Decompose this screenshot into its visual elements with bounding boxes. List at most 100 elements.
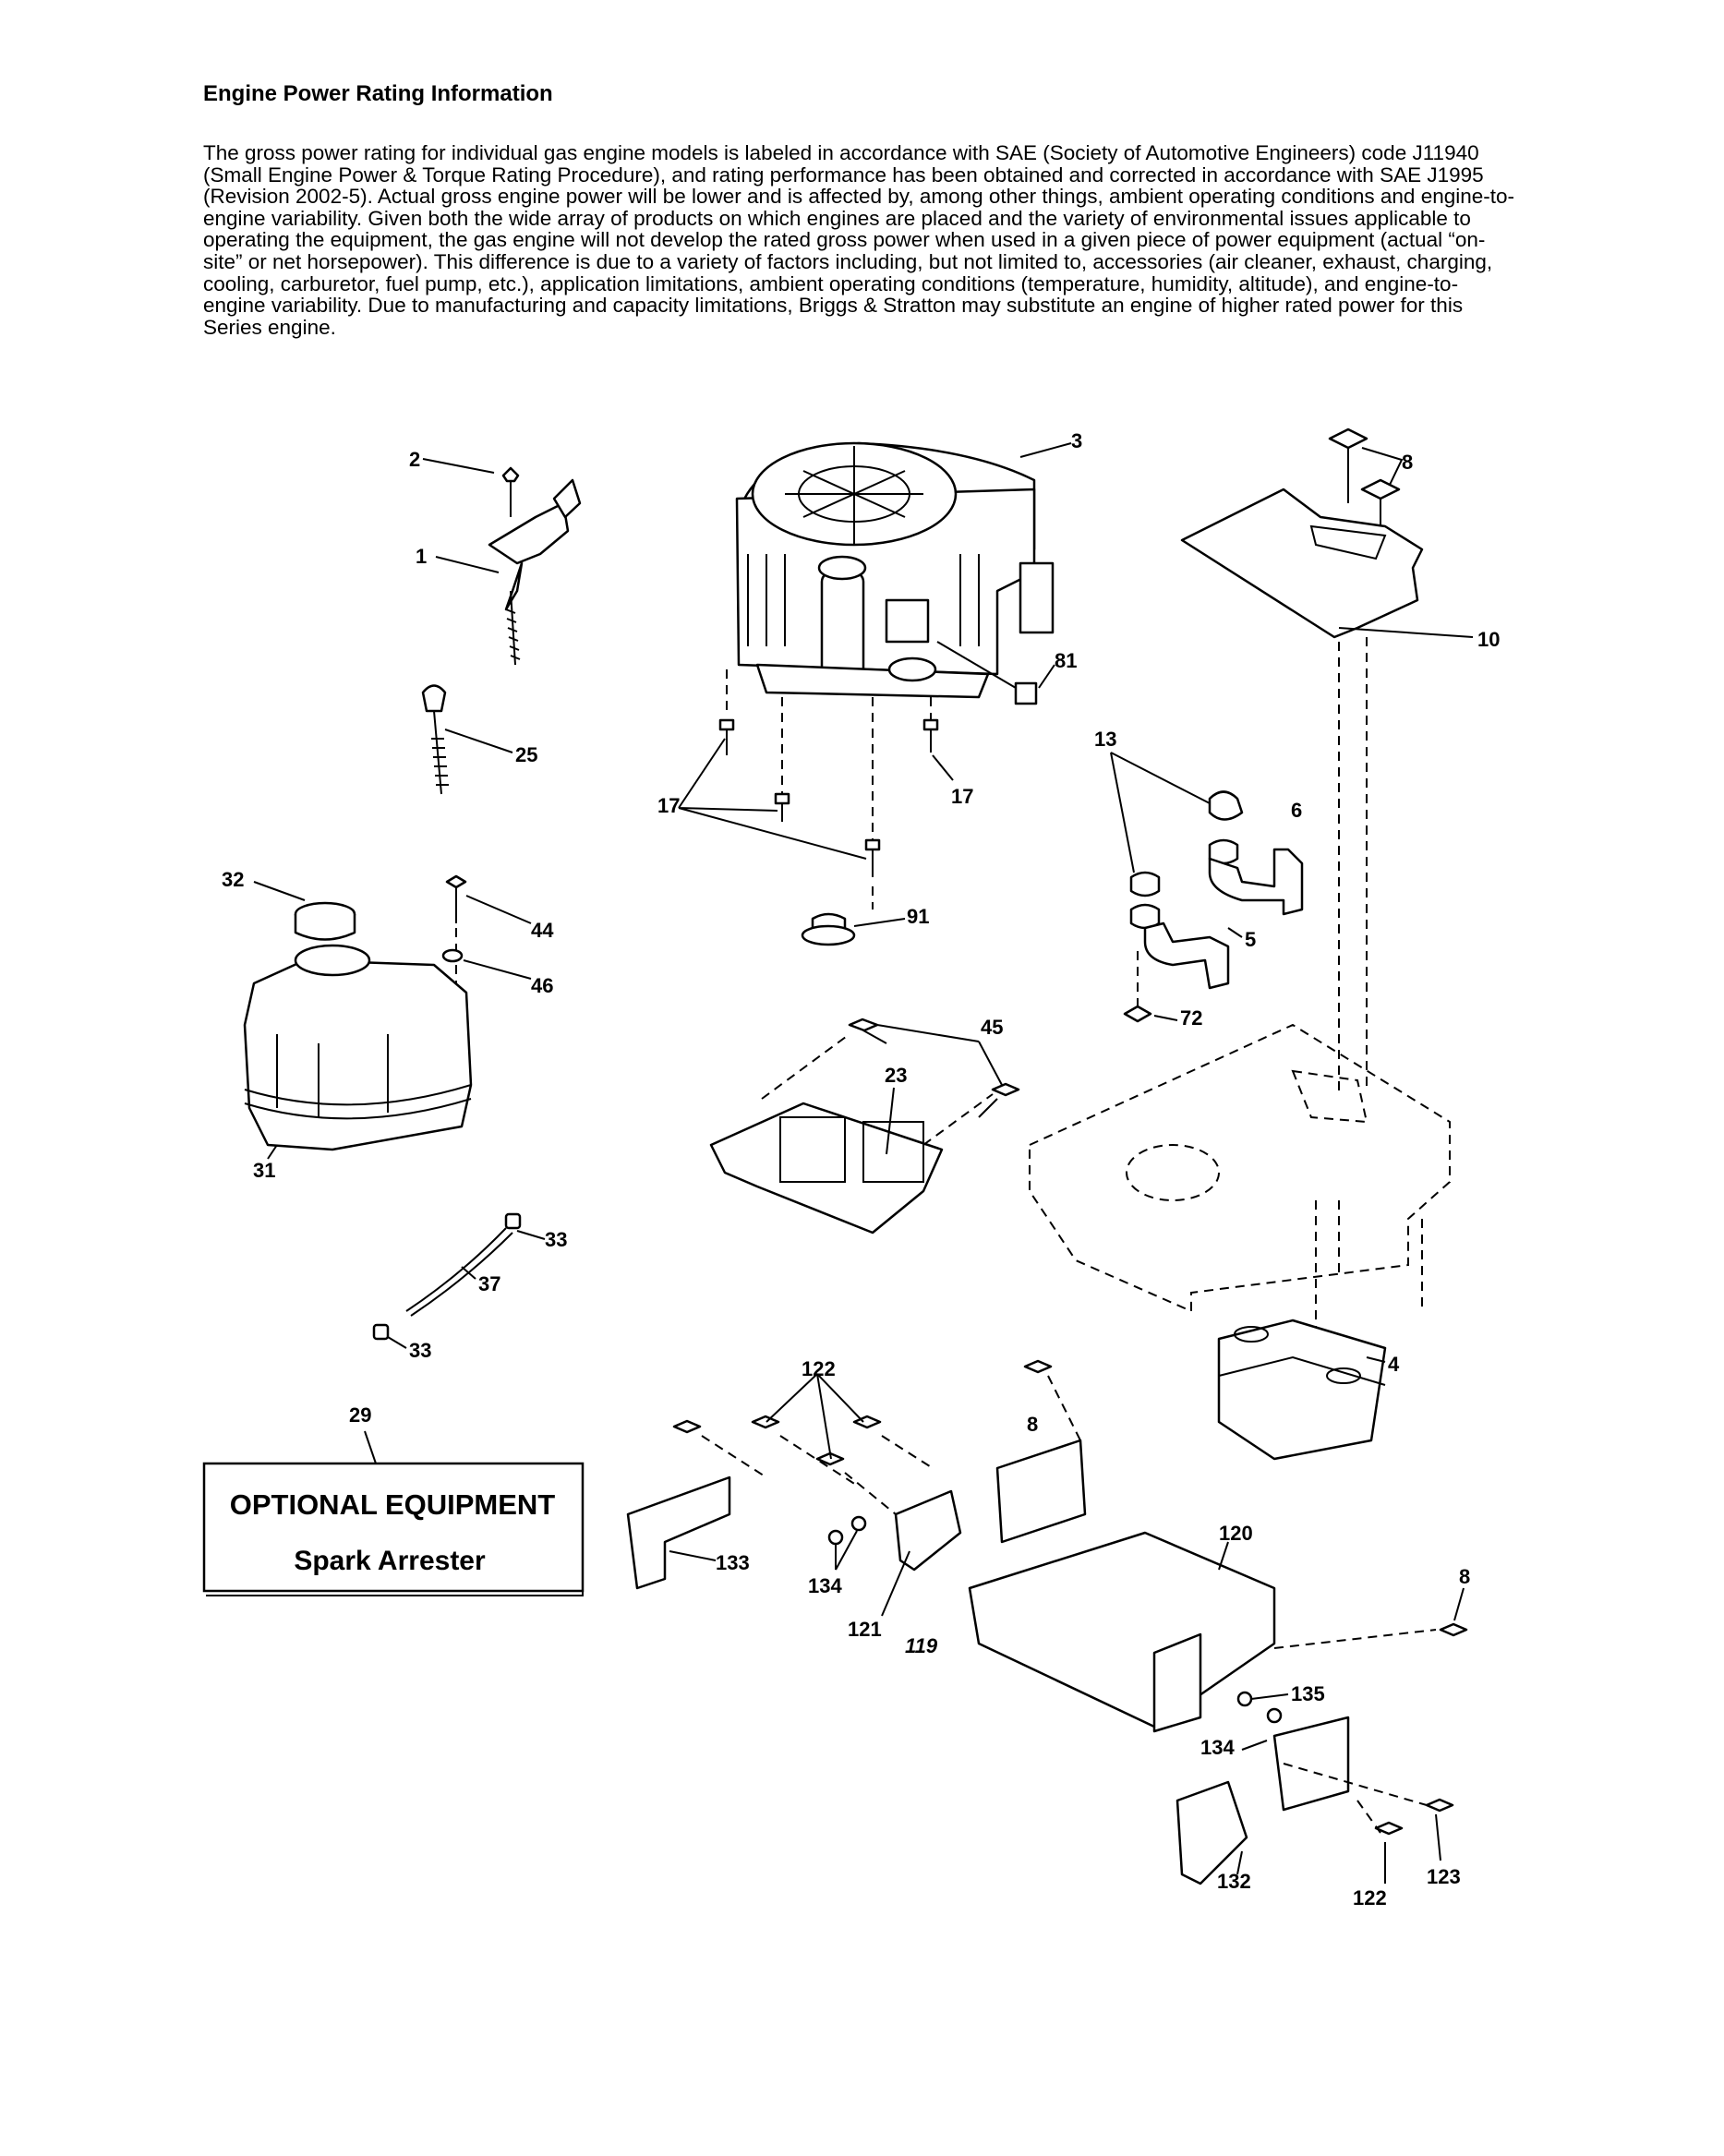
- frame-legs: [1315, 1200, 1423, 1330]
- engine-part: [735, 441, 1055, 699]
- frame-hole: [1126, 1144, 1220, 1201]
- leader-17-b: [932, 754, 954, 781]
- heat-shield-part: [1180, 488, 1424, 639]
- callout-3: 3: [1071, 429, 1082, 452]
- leader-13: [1110, 752, 1211, 873]
- leader-25: [444, 729, 513, 753]
- callout-5: 5: [1245, 928, 1256, 951]
- leader-123: [1435, 1813, 1441, 1861]
- fuel-line-parts: [372, 1212, 522, 1341]
- callout-10: 10: [1477, 628, 1500, 651]
- leader-121: [881, 1550, 910, 1617]
- callout-8a: 8: [1402, 451, 1413, 474]
- callout-33a: 33: [545, 1228, 567, 1251]
- leader-132: [1236, 1850, 1243, 1875]
- callout-122a: 122: [802, 1357, 836, 1380]
- leader-3: [1019, 442, 1072, 458]
- callout-33b: 33: [409, 1339, 431, 1362]
- leader-33b: [387, 1336, 407, 1349]
- fitting-91-part: [801, 912, 856, 946]
- leader-29: [364, 1430, 377, 1464]
- leader-8c: [1453, 1587, 1465, 1621]
- section-heading: Engine Power Rating Information: [203, 81, 553, 106]
- bolt-8-top-parts: [1328, 428, 1401, 526]
- leader-1: [435, 556, 500, 573]
- leader-5: [1227, 927, 1243, 938]
- callout-2: 2: [409, 448, 420, 471]
- nut-81-part: [1014, 681, 1038, 705]
- screw-44-part: [445, 874, 467, 923]
- callout-119: 119: [905, 1634, 938, 1657]
- leader-46: [463, 959, 532, 980]
- leader-81-a: [936, 641, 1017, 689]
- callout-37: 37: [478, 1272, 500, 1295]
- muffler-part: [1217, 1319, 1387, 1461]
- optional-equipment-title: OPTIONAL EQUIPMENT: [230, 1488, 556, 1521]
- washer-46-part: [441, 948, 464, 963]
- callout-132: 132: [1217, 1870, 1251, 1893]
- frame-outline: [1029, 1023, 1451, 1313]
- callout-134a: 134: [808, 1574, 842, 1597]
- callout-81: 81: [1055, 649, 1077, 672]
- callout-17a: 17: [657, 794, 680, 817]
- leader-31: [267, 1144, 278, 1160]
- callout-8b: 8: [1027, 1413, 1038, 1436]
- leader-8a: [1361, 447, 1404, 486]
- leader-37: [461, 1266, 476, 1280]
- exhaust-pipe-parts: [1123, 790, 1304, 1023]
- callout-13: 13: [1094, 728, 1116, 751]
- leader-122a: [766, 1373, 864, 1460]
- bolt-17-parts: [718, 718, 939, 877]
- fuel-tank-part: [243, 944, 473, 1151]
- fuel-cap-part: [294, 901, 356, 941]
- callout-8c: 8: [1459, 1565, 1470, 1588]
- leader-81-b: [1038, 664, 1055, 689]
- leader-17-a: [678, 738, 867, 860]
- leader-33a: [516, 1230, 546, 1240]
- leader-91: [853, 918, 906, 927]
- leader-134a: [835, 1530, 858, 1571]
- callout-123: 123: [1427, 1865, 1461, 1888]
- leader-44: [465, 895, 532, 924]
- throttle-control-part: [488, 466, 582, 666]
- leader-10: [1338, 627, 1474, 638]
- callout-1: 1: [416, 545, 427, 568]
- callout-133: 133: [716, 1551, 750, 1574]
- dipstick-part: [421, 684, 449, 795]
- bracket-assembly-parts: [626, 1359, 1468, 1885]
- bracket-dashes: [701, 1375, 1437, 1834]
- leader-4: [1366, 1356, 1386, 1363]
- leader-72: [1153, 1015, 1178, 1021]
- callout-29: 29: [349, 1403, 371, 1427]
- callout-44: 44: [531, 919, 554, 942]
- leader-23: [886, 1087, 895, 1155]
- callout-72: 72: [1180, 1006, 1202, 1030]
- callout-23: 23: [885, 1064, 907, 1087]
- optional-equipment-box: OPTIONAL EQUIPMENT Spark Arrester: [202, 1462, 585, 1596]
- callout-32: 32: [222, 868, 244, 891]
- shield-dashes: [1338, 637, 1368, 1094]
- plate-23-part: [709, 1018, 1020, 1235]
- leader-133: [669, 1550, 717, 1561]
- leader-32: [253, 881, 306, 901]
- callout-45: 45: [981, 1016, 1003, 1039]
- callout-4: 4: [1388, 1353, 1400, 1376]
- callout-122b: 122: [1353, 1886, 1387, 1909]
- engine-mount-dashes: [726, 669, 932, 909]
- callout-31: 31: [253, 1159, 275, 1182]
- callout-17b: 17: [951, 785, 973, 808]
- leader-134b: [1241, 1740, 1268, 1751]
- leader-45: [876, 1024, 1003, 1086]
- plate-dashes: [761, 1033, 994, 1146]
- callout-91: 91: [907, 905, 929, 928]
- optional-equipment-subtitle: Spark Arrester: [294, 1546, 486, 1576]
- callout-120: 120: [1219, 1522, 1253, 1545]
- frame-cutout: [1291, 1069, 1368, 1124]
- rating-paragraph: The gross power rating for individual ga…: [203, 141, 1515, 339]
- callout-135: 135: [1291, 1682, 1325, 1705]
- callout-25: 25: [515, 743, 537, 766]
- leader-135: [1250, 1693, 1289, 1700]
- callout-121: 121: [848, 1618, 882, 1641]
- leader-120: [1218, 1541, 1229, 1571]
